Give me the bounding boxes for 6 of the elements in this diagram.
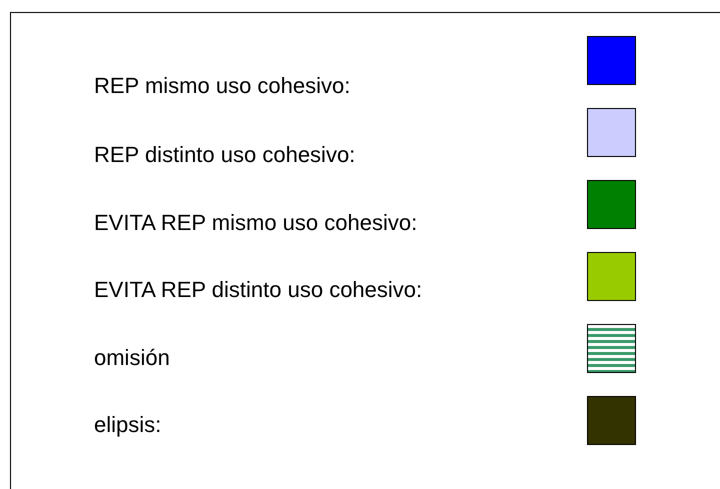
legend-label: elipsis: [94, 412, 162, 438]
legend-label: REP mismo uso cohesivo: [94, 73, 350, 99]
legend-label: REP distinto uso cohesivo: [94, 142, 356, 168]
legend-label: omisión [94, 345, 170, 371]
legend-label: EVITA REP mismo uso cohesivo: [94, 210, 418, 236]
legend-label: EVITA REP distinto uso cohesivo: [94, 277, 422, 303]
